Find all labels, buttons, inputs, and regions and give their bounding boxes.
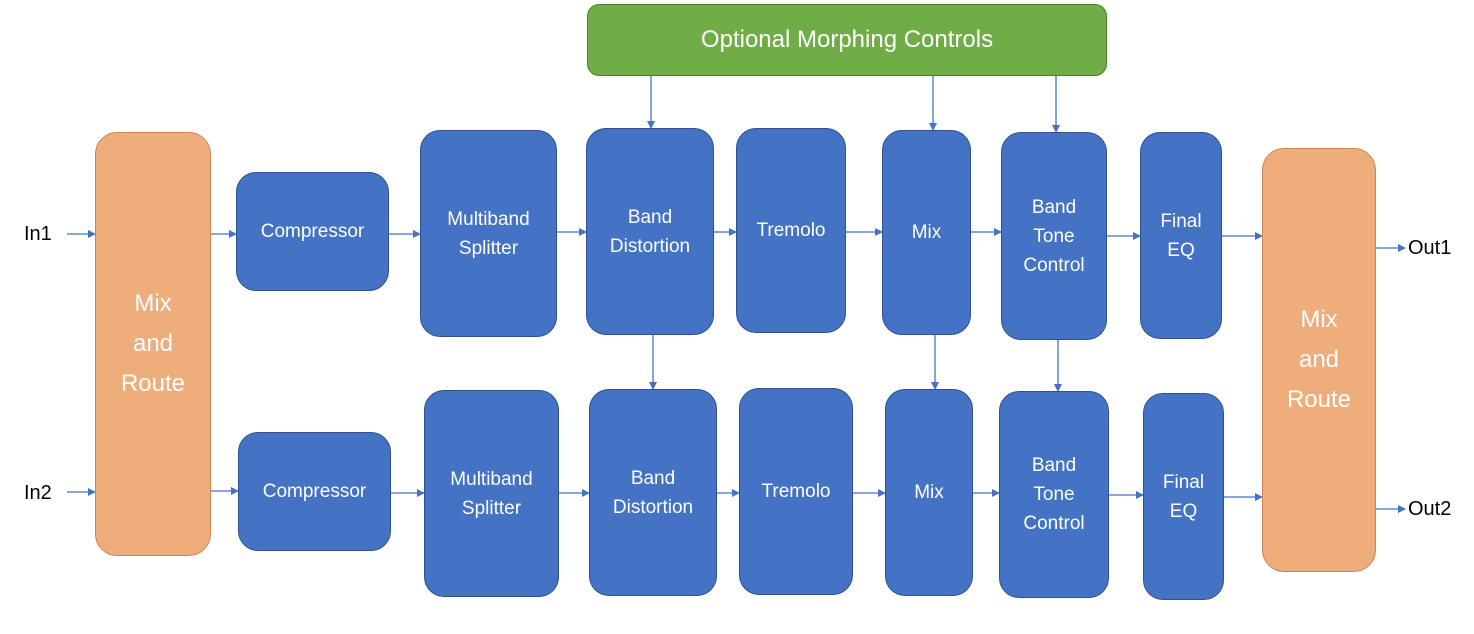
output-label-out2: Out2 (1408, 498, 1452, 520)
final-eq-block-2: Final EQ (1143, 393, 1224, 600)
multiband-splitter-block-1: Multiband Splitter (420, 130, 557, 337)
tremolo-block-2: Tremolo (739, 388, 853, 595)
mix-block-2: Mix (885, 389, 973, 596)
mix-and-route-input-block: Mix and Route (95, 132, 211, 556)
band-tone-control-block-1: Band Tone Control (1001, 132, 1107, 340)
band-distortion-block-1: Band Distortion (586, 128, 714, 335)
input-label-in2: In2 (24, 482, 52, 504)
mix-block-1: Mix (882, 130, 971, 335)
tremolo-block-1: Tremolo (736, 128, 846, 333)
mix-and-route-output-block: Mix and Route (1262, 148, 1376, 572)
final-eq-block-1: Final EQ (1140, 132, 1222, 339)
output-label-out1: Out1 (1408, 237, 1452, 259)
compressor-block-2: Compressor (238, 432, 391, 551)
multiband-splitter-block-2: Multiband Splitter (424, 390, 559, 597)
band-tone-control-block-2: Band Tone Control (999, 391, 1109, 598)
input-label-in1: In1 (24, 223, 52, 245)
compressor-block-1: Compressor (236, 172, 389, 291)
band-distortion-block-2: Band Distortion (589, 389, 717, 596)
morphing-controls-block: Optional Morphing Controls (587, 4, 1107, 76)
